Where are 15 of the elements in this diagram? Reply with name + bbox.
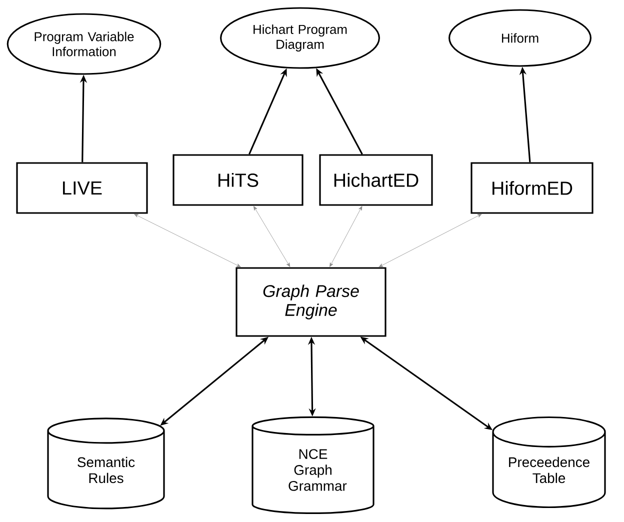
database-cylinder: NCE Graph Grammar <box>252 416 374 514</box>
oval: Hiform <box>448 9 592 67</box>
process-box: HiformED <box>470 162 594 214</box>
process-box: Graph Parse Engine <box>236 267 386 337</box>
database-cylinder: Semantic Rules <box>47 418 165 510</box>
arrow <box>134 214 241 268</box>
oval: Hichart Program Diagram <box>220 7 380 69</box>
process-box: HichartED <box>319 154 433 206</box>
arrow <box>254 206 290 267</box>
database-cylinder: Preceedence Table <box>492 416 606 508</box>
oval: Program Variable Information <box>6 13 162 75</box>
process-box: HiTS <box>172 154 304 206</box>
arrow <box>378 214 482 268</box>
arrow <box>330 206 362 267</box>
process-box: LIVE <box>16 162 148 214</box>
